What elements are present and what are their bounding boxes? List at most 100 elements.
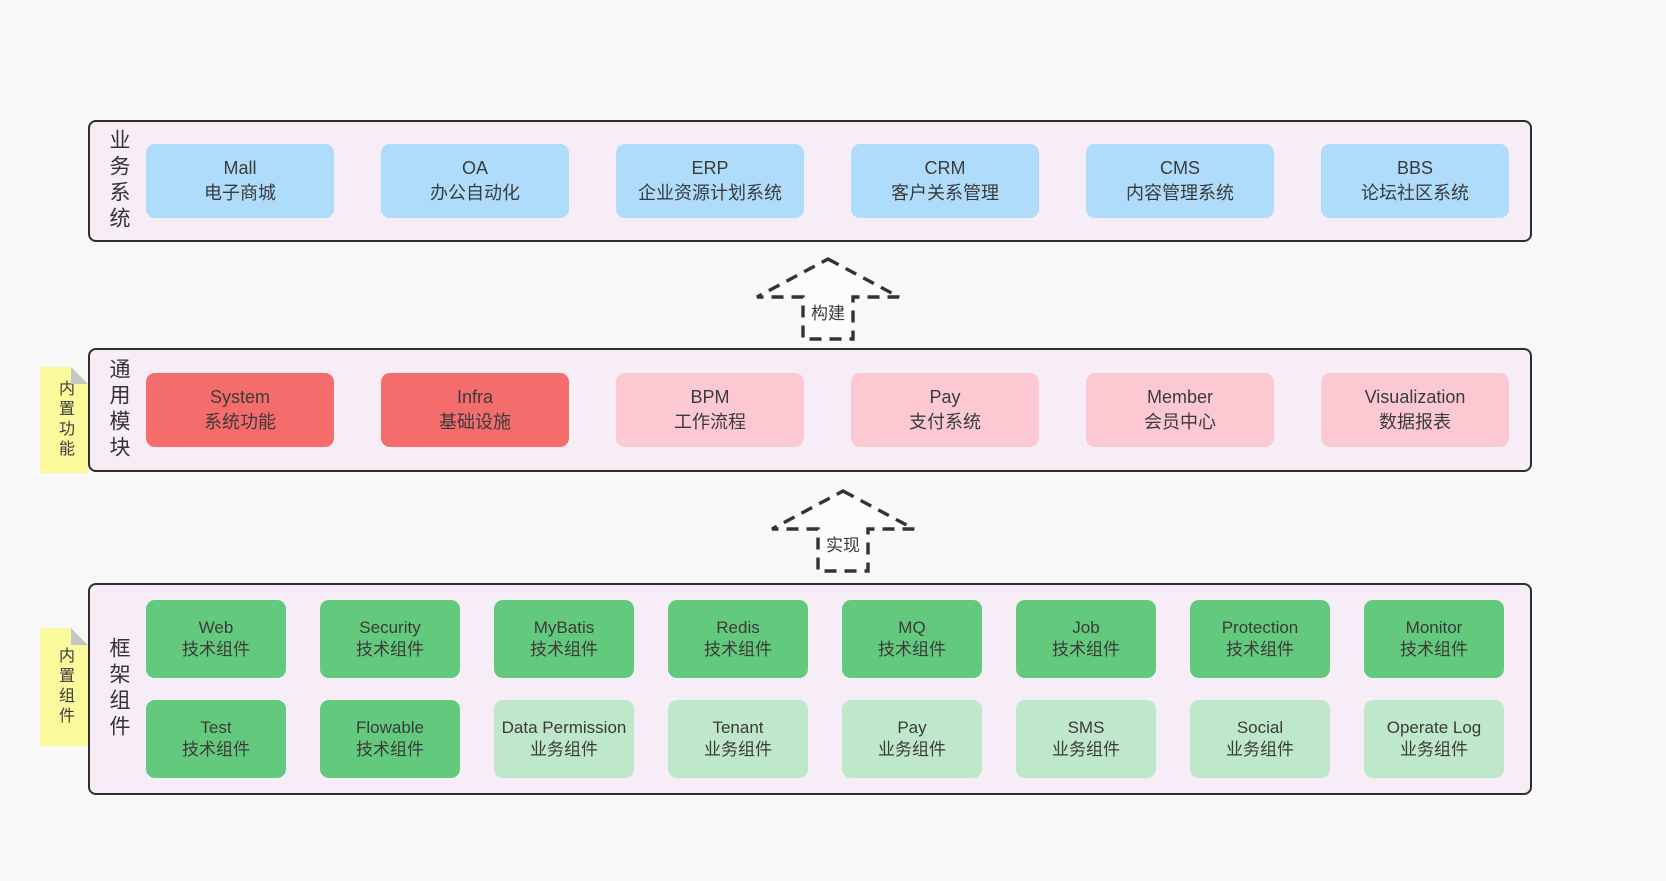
section-label-business: 业务系统 bbox=[107, 129, 130, 233]
box-title: Operate Log bbox=[1386, 718, 1482, 737]
component-row-biz: Test 技术组件 Flowable 技术组件 Data Permission … bbox=[146, 700, 1530, 778]
box-title: Flowable bbox=[355, 718, 425, 737]
box-subtitle: 支付系统 bbox=[909, 412, 981, 432]
box-oa: OA 办公自动化 bbox=[381, 144, 569, 218]
box-title: CRM bbox=[924, 158, 966, 178]
box-subtitle: 技术组件 bbox=[878, 640, 946, 659]
box-title: Social bbox=[1236, 718, 1284, 737]
box-system: System 系统功能 bbox=[146, 373, 334, 447]
arrow-build: 构建 bbox=[753, 255, 903, 343]
box-title: Protection bbox=[1221, 618, 1299, 637]
section-label-modules: 通用模块 bbox=[107, 358, 130, 462]
box-title: CMS bbox=[1160, 158, 1200, 178]
component-row-tech: Web 技术组件 Security 技术组件 MyBatis 技术组件 Redi… bbox=[146, 600, 1530, 678]
box-infra: Infra 基础设施 bbox=[381, 373, 569, 447]
box-subtitle: 技术组件 bbox=[530, 640, 598, 659]
box-subtitle: 业务组件 bbox=[878, 740, 946, 759]
box-title: Monitor bbox=[1405, 618, 1463, 637]
box-sms: SMS 业务组件 bbox=[1016, 700, 1156, 778]
box-title: Redis bbox=[716, 618, 760, 637]
box-title: SMS bbox=[1067, 718, 1105, 737]
box-visualization: Visualization 数据报表 bbox=[1321, 373, 1509, 447]
box-title: Mall bbox=[223, 158, 257, 178]
module-boxes-row: System 系统功能 Infra 基础设施 BPM 工作流程 Pay 支付系统… bbox=[146, 350, 1530, 470]
box-subtitle: 技术组件 bbox=[1400, 640, 1468, 659]
box-job: Job 技术组件 bbox=[1016, 600, 1156, 678]
box-subtitle: 业务组件 bbox=[704, 740, 772, 759]
box-protection: Protection 技术组件 bbox=[1190, 600, 1330, 678]
box-test: Test 技术组件 bbox=[146, 700, 286, 778]
box-tenant: Tenant 业务组件 bbox=[668, 700, 808, 778]
box-subtitle: 内容管理系统 bbox=[1126, 183, 1234, 203]
box-subtitle: 客户关系管理 bbox=[891, 183, 999, 203]
box-member: Member 会员中心 bbox=[1086, 373, 1274, 447]
box-pay-biz: Pay 业务组件 bbox=[842, 700, 982, 778]
box-redis: Redis 技术组件 bbox=[668, 600, 808, 678]
box-subtitle: 电子商城 bbox=[204, 183, 276, 203]
component-boxes-grid: Web 技术组件 Security 技术组件 MyBatis 技术组件 Redi… bbox=[146, 585, 1530, 793]
box-subtitle: 办公自动化 bbox=[430, 183, 520, 203]
box-title: Data Permission bbox=[501, 718, 627, 737]
arrow-build-label: 构建 bbox=[809, 299, 847, 324]
box-subtitle: 工作流程 bbox=[674, 412, 746, 432]
box-subtitle: 技术组件 bbox=[1226, 640, 1294, 659]
framework-components-section: 框架组件 Web 技术组件 Security 技术组件 MyBatis 技术组件… bbox=[88, 583, 1532, 795]
box-data-permission: Data Permission 业务组件 bbox=[494, 700, 634, 778]
box-subtitle: 技术组件 bbox=[356, 740, 424, 759]
sticky-note-builtin-components: 内置组件 bbox=[40, 628, 88, 746]
box-mybatis: MyBatis 技术组件 bbox=[494, 600, 634, 678]
box-mall: Mall 电子商城 bbox=[146, 144, 334, 218]
box-title: MyBatis bbox=[533, 618, 595, 637]
box-title: Test bbox=[200, 718, 232, 737]
box-subtitle: 企业资源计划系统 bbox=[638, 183, 782, 203]
box-erp: ERP 企业资源计划系统 bbox=[616, 144, 804, 218]
box-subtitle: 论坛社区系统 bbox=[1361, 183, 1469, 203]
box-mq: MQ 技术组件 bbox=[842, 600, 982, 678]
box-subtitle: 技术组件 bbox=[1052, 640, 1120, 659]
box-bpm: BPM 工作流程 bbox=[616, 373, 804, 447]
box-security: Security 技术组件 bbox=[320, 600, 460, 678]
box-cms: CMS 内容管理系统 bbox=[1086, 144, 1274, 218]
box-title: Security bbox=[359, 618, 421, 637]
box-pay: Pay 支付系统 bbox=[851, 373, 1039, 447]
box-title: System bbox=[209, 387, 270, 407]
box-bbs: BBS 论坛社区系统 bbox=[1321, 144, 1509, 218]
box-title: Member bbox=[1146, 387, 1213, 407]
box-subtitle: 基础设施 bbox=[439, 412, 511, 432]
sticky-note-builtin-functions: 内置功能 bbox=[40, 367, 88, 473]
box-subtitle: 业务组件 bbox=[530, 740, 598, 759]
box-subtitle: 业务组件 bbox=[1052, 740, 1120, 759]
box-flowable: Flowable 技术组件 bbox=[320, 700, 460, 778]
box-title: Job bbox=[1072, 618, 1100, 637]
box-title: MQ bbox=[898, 618, 926, 637]
box-title: ERP bbox=[691, 158, 729, 178]
box-subtitle: 业务组件 bbox=[1400, 740, 1468, 759]
box-subtitle: 数据报表 bbox=[1379, 412, 1451, 432]
box-social: Social 业务组件 bbox=[1190, 700, 1330, 778]
box-operate-log: Operate Log 业务组件 bbox=[1364, 700, 1504, 778]
box-title: BPM bbox=[690, 387, 730, 407]
box-web: Web 技术组件 bbox=[146, 600, 286, 678]
common-modules-section: 通用模块 System 系统功能 Infra 基础设施 BPM 工作流程 Pay… bbox=[88, 348, 1532, 472]
box-crm: CRM 客户关系管理 bbox=[851, 144, 1039, 218]
box-title: Infra bbox=[456, 387, 494, 407]
box-monitor: Monitor 技术组件 bbox=[1364, 600, 1504, 678]
box-title: Visualization bbox=[1364, 387, 1466, 407]
box-title: OA bbox=[461, 158, 488, 178]
box-subtitle: 技术组件 bbox=[356, 640, 424, 659]
business-systems-section: 业务系统 Mall 电子商城 OA 办公自动化 ERP 企业资源计划系统 CRM… bbox=[88, 120, 1532, 242]
box-subtitle: 技术组件 bbox=[704, 640, 772, 659]
box-subtitle: 系统功能 bbox=[204, 412, 276, 432]
arrow-implement-label: 实现 bbox=[824, 531, 862, 556]
box-title: Pay bbox=[929, 387, 961, 407]
box-subtitle: 业务组件 bbox=[1226, 740, 1294, 759]
section-label-components: 框架组件 bbox=[107, 637, 130, 741]
box-title: Pay bbox=[897, 718, 927, 737]
arrow-implement: 实现 bbox=[768, 487, 918, 575]
box-title: Tenant bbox=[712, 718, 764, 737]
box-subtitle: 会员中心 bbox=[1144, 412, 1216, 432]
box-title: BBS bbox=[1396, 158, 1434, 178]
box-title: Web bbox=[198, 618, 234, 637]
box-subtitle: 技术组件 bbox=[182, 740, 250, 759]
business-boxes-row: Mall 电子商城 OA 办公自动化 ERP 企业资源计划系统 CRM 客户关系… bbox=[146, 122, 1530, 240]
